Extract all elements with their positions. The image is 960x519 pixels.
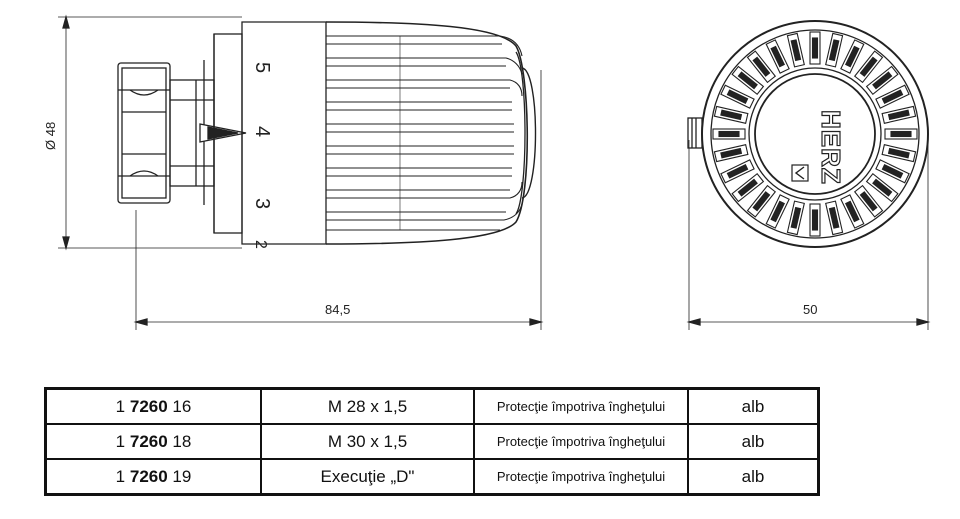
connection-cell: M 30 x 1,5	[260, 423, 475, 460]
scale-mark-5: 5	[251, 62, 273, 73]
head-fin	[786, 32, 805, 68]
head-fin	[853, 50, 884, 84]
diameter-label: Ø 48	[43, 122, 58, 150]
head-fin	[731, 65, 765, 96]
head-fin	[809, 31, 821, 65]
head-fin	[712, 128, 746, 140]
head-fin	[720, 84, 755, 109]
brand-logo: HERZ	[816, 110, 846, 185]
head-fin	[865, 172, 899, 203]
product-code: 1 7260 19	[44, 458, 262, 496]
head-fin	[786, 200, 805, 236]
table-row: 1 7260 16 M 28 x 1,5 Protecţie împotriva…	[44, 387, 820, 425]
length-label: 84,5	[325, 302, 350, 317]
head-fin	[875, 84, 910, 109]
color-cell: alb	[687, 387, 820, 425]
head-fin	[881, 105, 917, 124]
technical-drawing: HERZ 5 4 3 2 Ø 48 84,5 50	[43, 14, 931, 330]
table-row: 1 7260 18 M 30 x 1,5 Protecţie împotriva…	[44, 423, 820, 460]
head-fin	[765, 194, 790, 229]
scale-mark-2: 2	[252, 240, 269, 249]
description-cell: Protecţie împotriva îngheţului	[473, 387, 689, 425]
table-row: 1 7260 19 Execuţie „D" Protecţie împotri…	[44, 458, 820, 496]
description-cell: Protecţie împotriva îngheţului	[473, 423, 689, 460]
connection-cell: M 28 x 1,5	[260, 387, 475, 425]
color-cell: alb	[687, 458, 820, 496]
front-width-label: 50	[803, 302, 817, 317]
scale-mark-4: 4	[251, 126, 273, 137]
head-fin	[884, 128, 918, 140]
head-fin	[825, 32, 844, 68]
head-fin	[765, 39, 790, 74]
head-fin	[840, 39, 865, 74]
connection-cell: Execuţie „D"	[260, 458, 475, 496]
head-fin	[720, 159, 755, 184]
head-fin	[713, 105, 749, 124]
herz-emblem-icon	[791, 164, 809, 182]
head-fin	[825, 200, 844, 236]
color-cell: alb	[687, 423, 820, 460]
head-fin	[840, 194, 865, 229]
head-fin	[881, 144, 917, 163]
product-code: 1 7260 18	[44, 423, 262, 460]
head-fin	[746, 50, 777, 84]
head-fin	[713, 144, 749, 163]
head-fin	[865, 65, 899, 96]
head-fin	[809, 203, 821, 237]
product-table: 1 7260 16 M 28 x 1,5 Protecţie împotriva…	[44, 387, 820, 496]
product-code: 1 7260 16	[44, 387, 262, 425]
head-fin	[746, 184, 777, 218]
head-fin	[875, 159, 910, 184]
scale-mark-3: 3	[251, 198, 273, 209]
head-fin	[853, 184, 884, 218]
head-fin	[731, 172, 765, 203]
description-cell: Protecţie împotriva îngheţului	[473, 458, 689, 496]
